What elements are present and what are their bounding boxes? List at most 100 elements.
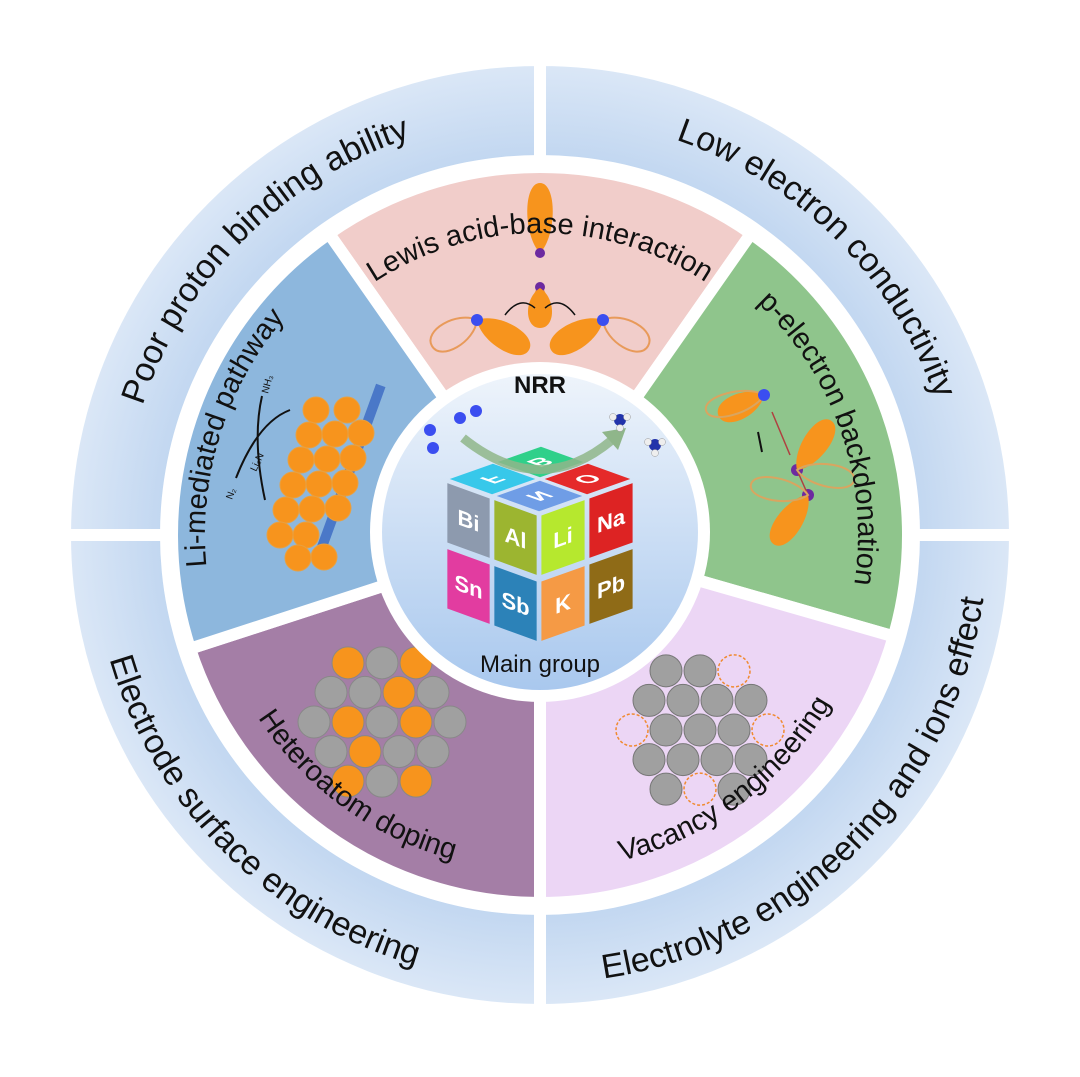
electron-arrow [544, 302, 576, 316]
vacancy-site [751, 713, 785, 747]
electron-arrow [504, 302, 536, 316]
ammonia-molecule [614, 414, 626, 426]
atom [427, 442, 439, 454]
atom [758, 389, 770, 401]
doped-atom [399, 705, 433, 739]
atom [470, 405, 482, 417]
lattice-atom [649, 713, 683, 747]
doped-atom [331, 646, 365, 680]
element-tile [494, 500, 537, 575]
element-tile [496, 480, 583, 512]
arrow-head-icon [602, 428, 626, 450]
lattice-atom [649, 654, 683, 688]
reaction-arrow [256, 395, 266, 501]
doped-atom [314, 675, 348, 709]
lithium-atom [266, 521, 294, 549]
lattice-atom [734, 683, 768, 717]
doped-atom [399, 764, 433, 798]
element-tile [449, 463, 536, 495]
orbital-loop [429, 316, 479, 353]
orbital-lobe [549, 318, 603, 356]
lithium-atom [279, 471, 307, 499]
doped-atom [365, 646, 399, 680]
lattice-atom [666, 683, 700, 717]
doped-atom [382, 735, 416, 769]
lithium-atom [292, 521, 320, 549]
lithium-atom [313, 445, 341, 473]
lithium-atom [339, 444, 367, 472]
reaction-arrow [235, 409, 291, 479]
lattice-atom [632, 743, 666, 777]
doped-atom [433, 705, 467, 739]
doped-atom [331, 705, 365, 739]
doped-atom [331, 764, 365, 798]
doped-atom [314, 735, 348, 769]
atom [597, 314, 609, 326]
orbital-lobe [796, 419, 836, 470]
hydrogen-atom [658, 438, 666, 446]
element-tile [544, 463, 631, 495]
lithium-atom [305, 470, 333, 498]
element-symbol: Li [553, 521, 573, 553]
hydrogen-atom [651, 449, 659, 457]
orbital-lobe [477, 318, 531, 356]
orbital-lobe [769, 495, 809, 546]
element-tile [541, 500, 585, 575]
doped-atom [365, 705, 399, 739]
lattice-atom [666, 743, 700, 777]
hydrogen-atom [644, 438, 652, 446]
lattice-atom [700, 683, 734, 717]
lithium-atom [331, 469, 359, 497]
orbital-lobe [527, 183, 553, 253]
orbital-loop [749, 476, 810, 503]
element-tile [494, 566, 537, 641]
orbital-loop [795, 462, 856, 489]
conversion-arrow [460, 434, 615, 474]
element-symbol: Bi [458, 504, 480, 537]
orbital-loop [601, 316, 651, 353]
element-symbol: Al [505, 521, 527, 554]
doped-atom [365, 764, 399, 798]
element-symbol: K [555, 588, 571, 619]
atom [424, 424, 436, 436]
atom [454, 412, 466, 424]
hydrogen-atom [616, 424, 624, 432]
label-nh3: NH₃ [260, 374, 275, 395]
lithium-atom [321, 420, 349, 448]
orbital-lobe [528, 288, 552, 328]
ammonia-molecule [649, 439, 661, 451]
lithium-atom [310, 543, 338, 571]
doped-atom [416, 735, 450, 769]
lattice-atom [717, 772, 751, 806]
atom [535, 248, 545, 258]
orbital-loop [705, 389, 766, 419]
label-n2: N₂ [224, 487, 238, 501]
doped-atom [416, 675, 450, 709]
lattice-atom [717, 713, 751, 747]
vacancy-site [717, 654, 751, 688]
lithium-atom [272, 496, 300, 524]
down-arrow-icon [757, 431, 763, 453]
lithium-atom [347, 419, 375, 447]
element-tile [589, 483, 633, 558]
lithium-atom [287, 446, 315, 474]
lithium-atom [298, 495, 326, 523]
inner-sector [320, 161, 760, 546]
atom [535, 282, 545, 292]
lattice-atom [700, 743, 734, 777]
center-subtitle: Main group [480, 651, 600, 678]
bond-line [771, 411, 791, 456]
element-tile [447, 549, 490, 624]
lattice-atom [683, 713, 717, 747]
element-tile [447, 483, 490, 558]
atom [471, 314, 483, 326]
doped-atom [297, 705, 331, 739]
bond-line [796, 469, 809, 496]
lattice-atom [649, 772, 683, 806]
vacancy-site [683, 772, 717, 806]
element-tile [541, 566, 585, 641]
lithium-atom [302, 396, 330, 424]
orbital-lobe [717, 391, 764, 423]
